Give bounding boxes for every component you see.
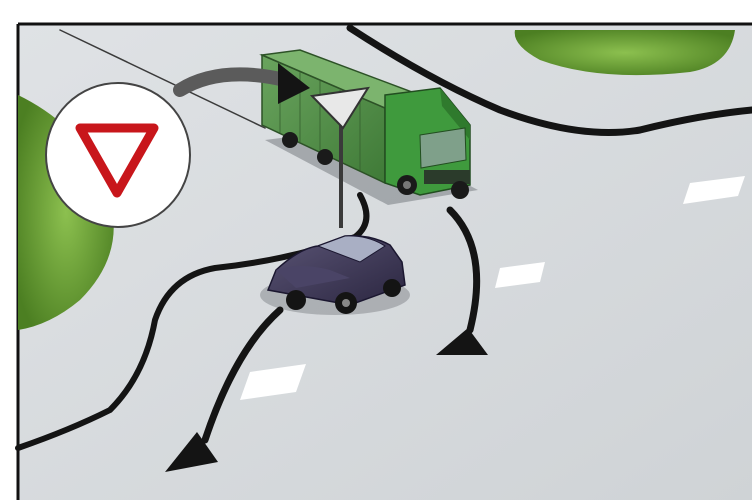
- yield-sign-icon: [46, 83, 190, 227]
